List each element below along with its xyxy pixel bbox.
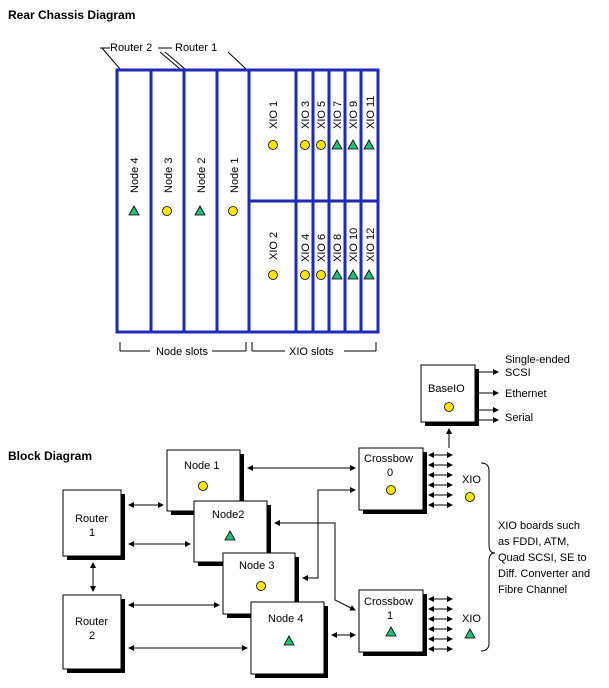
node-4-triangle-icon [283,635,295,646]
xio-4-circle-icon [300,270,310,280]
slot-label-xio-6: XIO 6 [316,234,328,262]
io-scsi-line2: SCSI [505,367,531,379]
slot-label-node-2: Node 2 [196,158,208,193]
xio-note-line-5: Fibre Channel [498,584,567,596]
slot-label-xio-3: XIO 3 [300,101,312,129]
xio-label-top: XIO [462,474,481,486]
xio-7-triangle-icon [331,139,343,150]
node-slots-bracket: Node slots [119,342,247,358]
xio-10-triangle-icon [347,269,359,280]
router-2-label: Router [75,616,108,628]
slot-label-xio-10: XIO 10 [348,228,360,262]
rear-chassis-title: Rear Chassis Diagram [8,8,135,22]
slot-label-node-3: Node 3 [163,158,175,193]
crossbow-1-triangle-icon [385,626,397,637]
node-2-triangle-icon [224,530,236,541]
xio-note-line-4: Diff. Converter and [498,568,590,580]
router-1-box: Router 1 [62,489,125,560]
crossbow-1-number: 1 [387,610,393,622]
node-slots-label: Node slots [156,346,208,358]
slot-label-xio-7: XIO 7 [332,101,344,129]
slot-label-xio-5: XIO 5 [316,101,328,129]
crossbow-0-circle-icon [386,485,396,495]
block-diagram-title: Block Diagram [8,449,92,463]
xio-12-triangle-icon [363,269,375,280]
slot-label-xio-2: XIO 2 [268,232,280,260]
node-3-circle-icon [162,206,172,216]
io-scsi-line1: Single-ended [505,354,570,366]
crossbow-1-box: Crossbow 1 [358,589,427,656]
slot-label-xio-1: XIO 1 [268,101,280,129]
baseio-box: BaseIO [420,364,479,426]
router2-label: Router 2 [110,42,152,54]
router-2-box: Router 2 [62,594,125,673]
xio-11-triangle-icon [363,139,375,150]
router-1-number: 1 [89,527,95,539]
xio-6-circle-icon [316,270,326,280]
node-4-label: Node 4 [268,613,303,625]
node-3-circle-icon [256,581,266,591]
crossbow-0-box: Crossbow 0 [358,447,427,514]
xio-brace [480,462,496,652]
slot-label-xio-4: XIO 4 [300,234,312,262]
baseio-label: BaseIO [428,383,465,395]
xio-note-line-1: XIO boards such [498,520,580,532]
xio-slots-label: XIO slots [289,346,334,358]
chassis-frame [115,68,380,334]
xio-1-circle-icon [268,140,278,150]
crossbow-1-label: Crossbow [364,596,413,608]
crossbow-0-ports [428,452,453,508]
node-1-label: Node 1 [184,460,219,472]
xio-label-bottom: XIO [462,613,481,625]
node-3-label: Node 3 [239,560,274,572]
slot-label-xio-8: XIO 8 [332,234,344,262]
baseio-circle-icon [444,402,454,412]
xio-3-circle-icon [300,140,310,150]
node-2-triangle-icon [194,205,206,216]
node-2-label: Node2 [212,509,244,521]
xio-9-triangle-icon [347,139,359,150]
router-1-label: Router [75,513,108,525]
router-2-number: 2 [89,630,95,642]
slot-label-node-1: Node 1 [229,158,241,193]
router1-label: Router 1 [175,42,217,54]
xio-note-line-2: as FDDI, ATM, [498,536,569,548]
slot-label-node-4: Node 4 [129,158,141,193]
slot-label-xio-9: XIO 9 [348,101,360,129]
node-4-triangle-icon [128,205,140,216]
crossbow-0-label: Crossbow [364,453,413,465]
xio-2-circle-icon [268,270,278,280]
io-serial: Serial [505,412,533,424]
crossbow-1-ports [428,596,453,652]
xio-note-line-3: Quad SCSI, SE to [498,552,587,564]
slot-label-xio-12: XIO 12 [365,228,377,262]
xio-bottom-triangle-icon [464,628,476,639]
node-1-circle-icon [198,481,208,491]
arrow-node3-crossbow0 [302,487,356,581]
xio-slots-bracket: XIO slots [251,342,377,358]
slot-label-xio-11: XIO 11 [365,96,377,129]
crossbow-0-number: 0 [387,467,393,479]
xio-top-circle-icon [465,492,475,502]
router-labels: Router 2 Router 1 [100,42,247,70]
xio-8-triangle-icon [331,269,343,280]
node-4-box: Node 4 [250,601,328,678]
io-ethernet: Ethernet [505,388,547,400]
node-1-circle-icon [228,206,238,216]
xio-5-circle-icon [316,140,326,150]
